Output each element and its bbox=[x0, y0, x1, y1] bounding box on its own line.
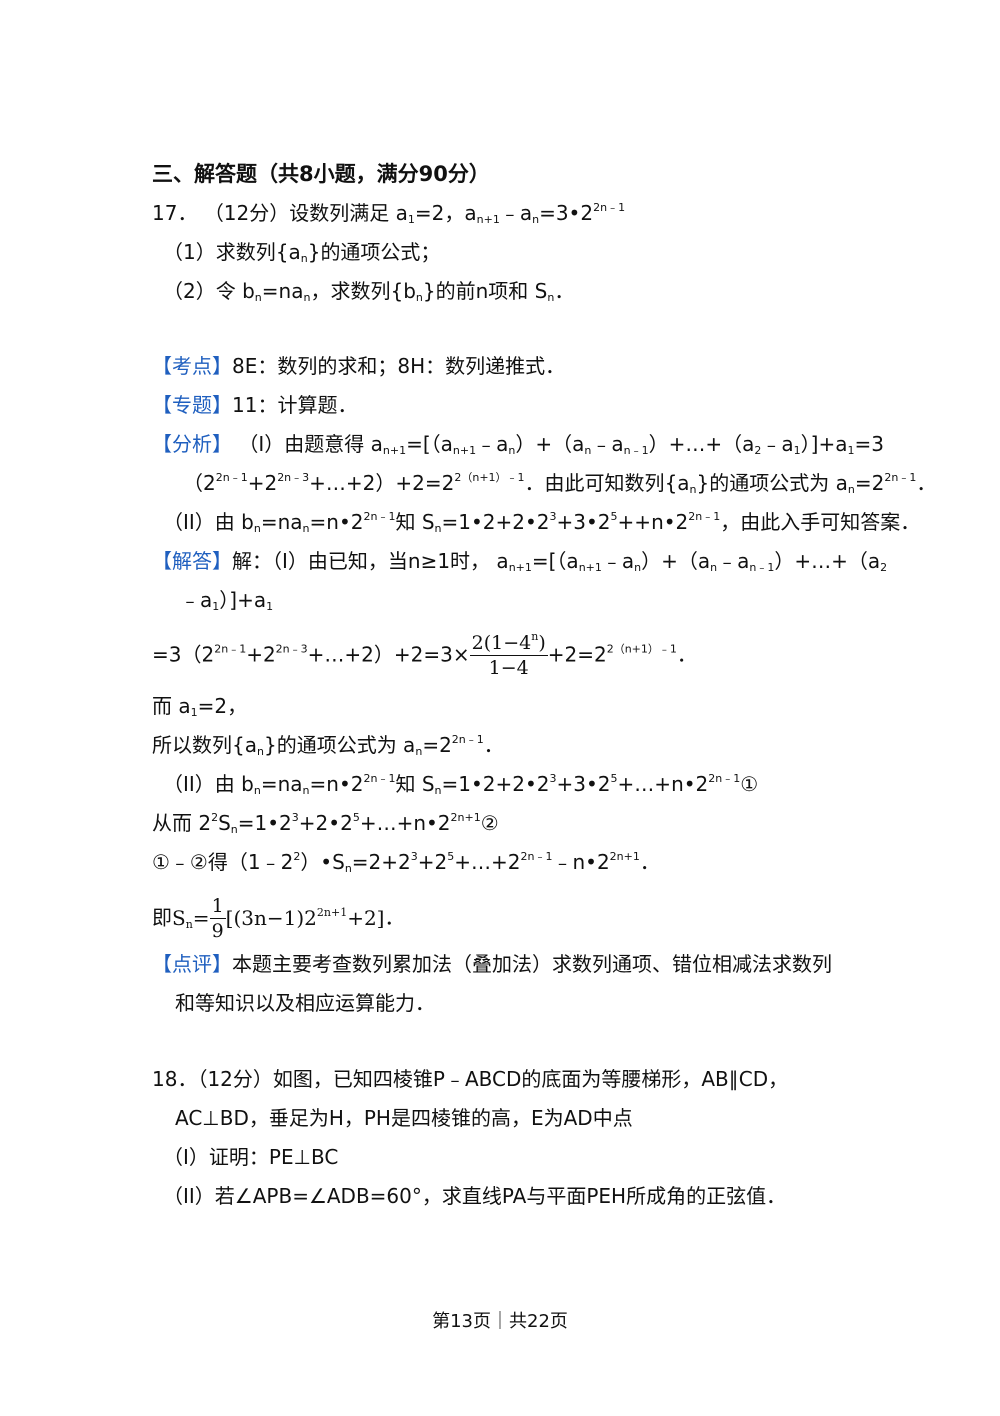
zhuanti-text: 11：计算题． bbox=[232, 393, 358, 417]
fenxi-line1: 【分析】 （I）由题意得 an+1=[（an+1﹣an）+（an﹣an﹣1）+…… bbox=[152, 432, 884, 457]
q18-line3: （I）证明：PE⊥BC bbox=[163, 1145, 339, 1169]
fenxi-line2: （22n﹣1+22n﹣3+…+2）+2=22（n+1）﹣1．由此可知数列{an}… bbox=[183, 471, 937, 496]
kaodian-label: 【考点】 bbox=[152, 354, 232, 378]
kaodian-text: 8E：数列的求和；8H：数列递推式． bbox=[232, 354, 566, 378]
q17-sub2: （2）令 bn=nan，求数列{bn}的前n项和 Sn． bbox=[163, 279, 575, 304]
fenxi-line3: （II）由 bn=nan=n•22n﹣1知 Sn=1•2+2•23+3•25++… bbox=[163, 510, 921, 535]
jieda-line2: ﹣a1）]+a1 bbox=[180, 588, 274, 613]
dianping-label: 【点评】 bbox=[152, 952, 232, 976]
q17-sub1: （1）求数列{an}的通项公式； bbox=[163, 240, 441, 265]
fenxi-label: 【分析】 bbox=[152, 432, 232, 456]
jieda-line4: 而 a1=2， bbox=[152, 694, 248, 719]
jieda-line6: （II）由 bn=nan=n•22n﹣1知 Sn=1•2+2•23+3•25+…… bbox=[163, 772, 759, 797]
jieda-line5: 所以数列{an}的通项公式为 an=22n﹣1． bbox=[152, 733, 504, 758]
zhuanti-line: 【专题】11：计算题． bbox=[152, 391, 357, 419]
section-title: 三、解答题（共8小题，满分90分） bbox=[152, 162, 490, 186]
zhuanti-label: 【专题】 bbox=[152, 393, 232, 417]
q18-line4: （II）若∠APB=∠ADB=60°，求直线PA与平面PEH所成角的正弦值． bbox=[163, 1184, 787, 1208]
dianping-line1: 【点评】本题主要考查数列累加法（叠加法）求数列通项、错位相减法求数列 bbox=[152, 952, 832, 976]
jieda-line3: =3（22n﹣1+22n﹣3+…+2）+2=3×2(1−4n)1−4+2=22（… bbox=[152, 630, 697, 679]
kaodian-line: 【考点】8E：数列的求和；8H：数列递推式． bbox=[152, 352, 565, 380]
q17-number: 17． bbox=[152, 201, 198, 225]
q17-stem: 17． （12分）设数列满足 a1=2，an+1﹣an=3•22n﹣1 bbox=[152, 201, 626, 226]
dianping-line2: 和等知识以及相应运算能力． bbox=[175, 991, 435, 1015]
fraction-sum: 2(1−4n)1−4 bbox=[469, 630, 548, 679]
q18-line2: AC⊥BD，垂足为H，PH是四棱锥的高，E为AD中点 bbox=[175, 1106, 633, 1130]
jieda-line7: 从而 22Sn=1•23+2•25+…+n•22n+1② bbox=[152, 811, 499, 836]
q17-score: （12分） bbox=[203, 201, 290, 225]
jieda-label: 【解答】 bbox=[152, 549, 232, 573]
jieda-line8: ①﹣②得（1﹣22）•Sn=2+23+25+…+22n﹣1﹣n•22n+1． bbox=[152, 850, 660, 875]
page-footer: 第13页｜共22页 bbox=[432, 1311, 568, 1332]
q18-line1: 18．（12分）如图，已知四棱锥P﹣ABCD的底面为等腰梯形，AB∥CD， bbox=[152, 1067, 789, 1091]
q17-text: 设数列满足 bbox=[289, 201, 390, 225]
jieda-line1: 【解答】解：（I）由已知，当n≥1时， an+1=[（an+1﹣an）+（an﹣… bbox=[152, 549, 888, 574]
